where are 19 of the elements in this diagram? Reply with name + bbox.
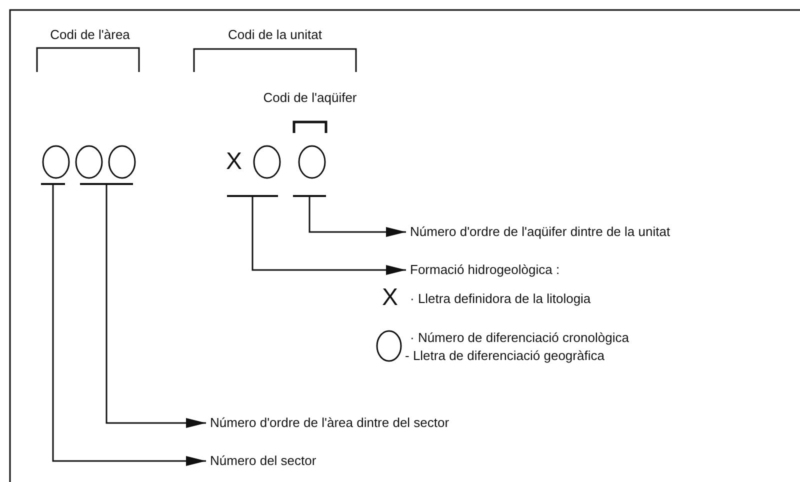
section-heading: Codi de l'àrea (50, 26, 130, 42)
underline-bar (227, 195, 278, 197)
annotation-text: Número del sector (210, 453, 316, 468)
underline-bar (41, 183, 65, 185)
annotation-text: Formació hidrogeològica : (410, 262, 560, 277)
legend-text: - Lletra de diferenciació geogràfica (405, 348, 604, 362)
letter-symbol: X (226, 149, 242, 175)
section-heading: Codi de la unitat (228, 26, 322, 42)
letter-symbol: X (382, 285, 398, 311)
section-heading: Codi de l'aqüifer (263, 90, 357, 104)
leader-arrow (252, 197, 406, 275)
legend-text: · Lletra definidora de la litologia (410, 290, 591, 306)
underline-bar (80, 183, 133, 185)
annotation-text: Número d'ordre de l'aqüifer dintre de la unitat (410, 224, 670, 239)
leader-arrow (52, 185, 206, 466)
annotation-text: Número d'ordre de l'àrea dintre del sector (210, 415, 450, 430)
leader-arrow (308, 197, 406, 237)
legend-text: · Número de diferenciació cronològica (410, 330, 629, 344)
underline-bar (293, 195, 326, 197)
